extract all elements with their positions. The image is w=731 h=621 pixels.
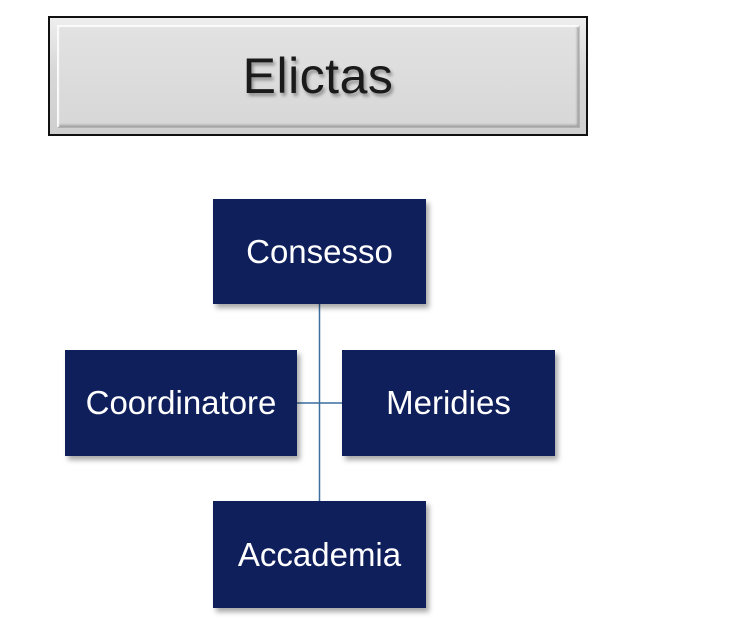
node-coordinatore[interactable]: Coordinatore	[65, 350, 297, 456]
node-accademia[interactable]: Accademia	[213, 501, 426, 608]
node-meridies[interactable]: Meridies	[342, 350, 555, 456]
diagram-title: Elictas	[242, 48, 394, 104]
node-consesso[interactable]: Consesso	[213, 199, 426, 304]
title-box: Elictas	[48, 16, 588, 136]
title-inner: Elictas	[57, 25, 579, 127]
